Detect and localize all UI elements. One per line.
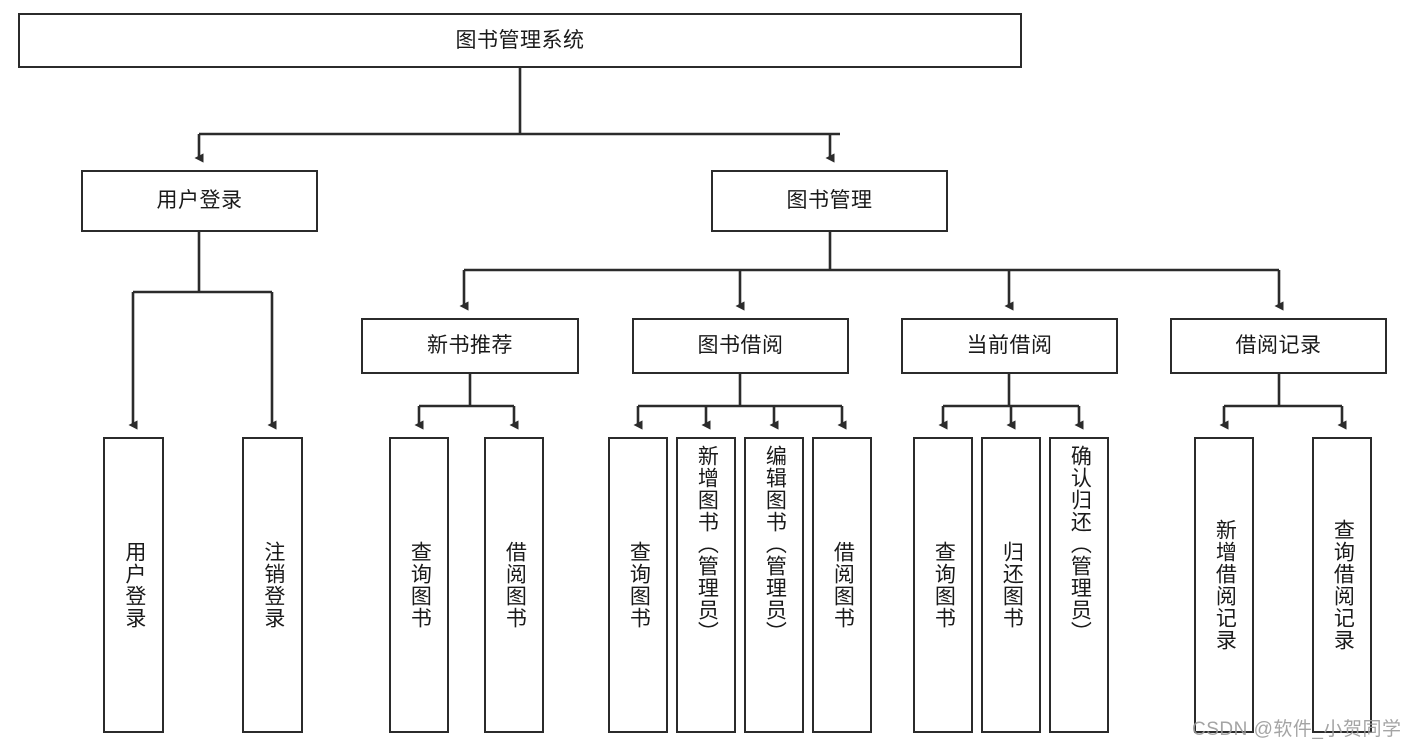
node-label: 当前借阅: [966, 334, 1053, 358]
node-label: 新书推荐: [427, 334, 513, 358]
node-label: 查询借阅记录: [1331, 519, 1355, 651]
node-leaf-query-borrow-record[interactable]: 查询借阅记录: [1312, 437, 1372, 733]
node-leaf-add-borrow-record[interactable]: 新增借阅记录: [1194, 437, 1254, 733]
node-label: 新增图书（管理员）: [695, 445, 719, 643]
node-leaf-query-book-bb[interactable]: 查询图书: [608, 437, 668, 733]
node-borrow-record[interactable]: 借阅记录: [1170, 318, 1387, 374]
node-label: 新增借阅记录: [1213, 519, 1237, 651]
node-label: 借阅记录: [1235, 334, 1322, 358]
node-leaf-confirm-return-admin[interactable]: 确认归还（管理员）: [1049, 437, 1109, 733]
node-label: 归还图书: [1000, 541, 1024, 629]
node-user-login[interactable]: 用户登录: [81, 170, 318, 232]
node-label: 用户登录: [156, 189, 243, 213]
node-leaf-logout[interactable]: 注销登录: [242, 437, 303, 733]
node-label: 借阅图书: [831, 541, 855, 629]
node-root-system[interactable]: 图书管理系统: [18, 13, 1022, 68]
node-label: 借阅图书: [503, 541, 527, 629]
node-label: 查询图书: [627, 541, 651, 629]
node-leaf-query-book-nb[interactable]: 查询图书: [389, 437, 449, 733]
node-label: 用户登录: [122, 541, 146, 629]
node-new-book-recommend[interactable]: 新书推荐: [361, 318, 579, 374]
node-leaf-add-book-admin[interactable]: 新增图书（管理员）: [676, 437, 736, 733]
node-leaf-borrow-book-bb[interactable]: 借阅图书: [812, 437, 872, 733]
node-label: 图书管理: [786, 189, 873, 213]
node-leaf-return-book[interactable]: 归还图书: [981, 437, 1041, 733]
node-leaf-user-login[interactable]: 用户登录: [103, 437, 164, 733]
node-label: 查询图书: [408, 541, 432, 629]
node-leaf-borrow-book-nb[interactable]: 借阅图书: [484, 437, 544, 733]
node-current-borrow[interactable]: 当前借阅: [901, 318, 1118, 374]
csdn-watermark: CSDN @软件_小贺同学: [1192, 719, 1402, 740]
node-book-borrow[interactable]: 图书借阅: [632, 318, 849, 374]
node-label: 查询图书: [932, 541, 956, 629]
node-label: 图书借阅: [697, 334, 784, 358]
node-leaf-query-book-cb[interactable]: 查询图书: [913, 437, 973, 733]
node-label: 编辑图书（管理员）: [763, 445, 787, 643]
node-leaf-edit-book-admin[interactable]: 编辑图书（管理员）: [744, 437, 804, 733]
node-label: 图书管理系统: [455, 28, 585, 52]
node-label: 确认归还（管理员）: [1068, 445, 1092, 643]
node-book-management[interactable]: 图书管理: [711, 170, 948, 232]
node-label: 注销登录: [261, 541, 285, 629]
